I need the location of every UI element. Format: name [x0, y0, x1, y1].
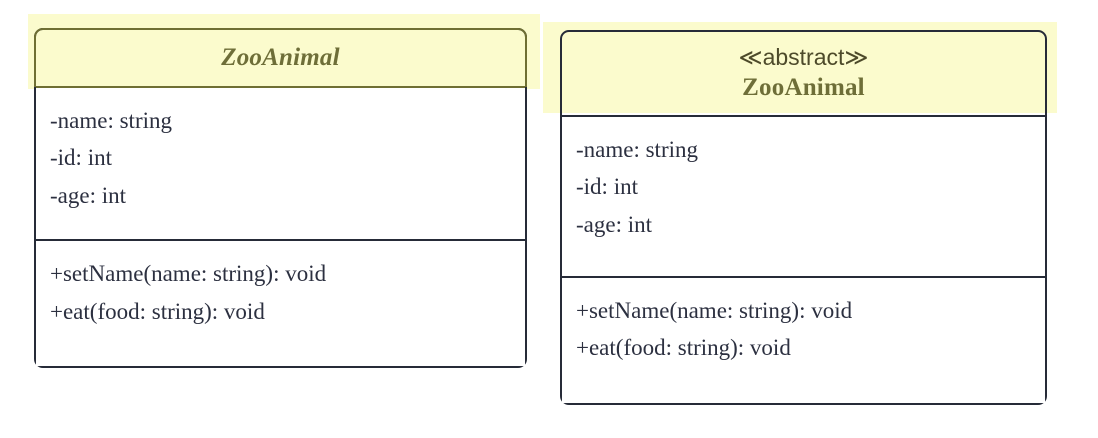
class-name-left: ZooAnimal — [221, 44, 340, 72]
header-separator-left — [36, 86, 525, 89]
attribute-row: -age: int — [50, 182, 126, 208]
class-stereotype-right: ≪abstract≫ — [738, 44, 869, 71]
operation-row: +setName(name: string): void — [576, 298, 853, 323]
operations-compartment-right: +setName(name: string): void +eat(food: … — [562, 278, 1045, 403]
attribute-row: -age: int — [576, 211, 652, 237]
header-highlight-right — [543, 22, 1057, 113]
attribute-row: -name: string — [50, 108, 172, 134]
operations-compartment-left: +setName(name: string): void +eat(food: … — [36, 241, 525, 366]
class-box-zooanimal-stereotype[interactable]: ≪abstract≫ ZooAnimal -name: string -id: … — [560, 30, 1047, 405]
class-name-right: ZooAnimal — [742, 74, 865, 102]
attributes-operations-separator-left — [36, 239, 525, 242]
class-header-left: ZooAnimal — [36, 30, 525, 86]
attributes-compartment-left: -name: string -id: int -age: int — [36, 88, 525, 240]
attribute-row: -id: int — [50, 145, 112, 171]
class-box-zooanimal-italic[interactable]: ZooAnimal -name: string -id: int -age: i… — [33, 27, 527, 368]
attribute-row: -name: string — [576, 137, 698, 162]
operation-row: +eat(food: string): void — [576, 335, 791, 361]
attributes-operations-separator-right — [562, 276, 1045, 278]
header-separator-right — [562, 115, 1045, 117]
class-header-right: ≪abstract≫ ZooAnimal — [562, 32, 1045, 115]
attribute-row: -id: int — [576, 174, 638, 200]
operation-row: +setName(name: string): void — [50, 261, 327, 287]
header-highlight-left — [28, 14, 540, 89]
operation-row: +eat(food: string): void — [50, 298, 265, 324]
attributes-compartment-right: -name: string -id: int -age: int — [562, 117, 1045, 276]
